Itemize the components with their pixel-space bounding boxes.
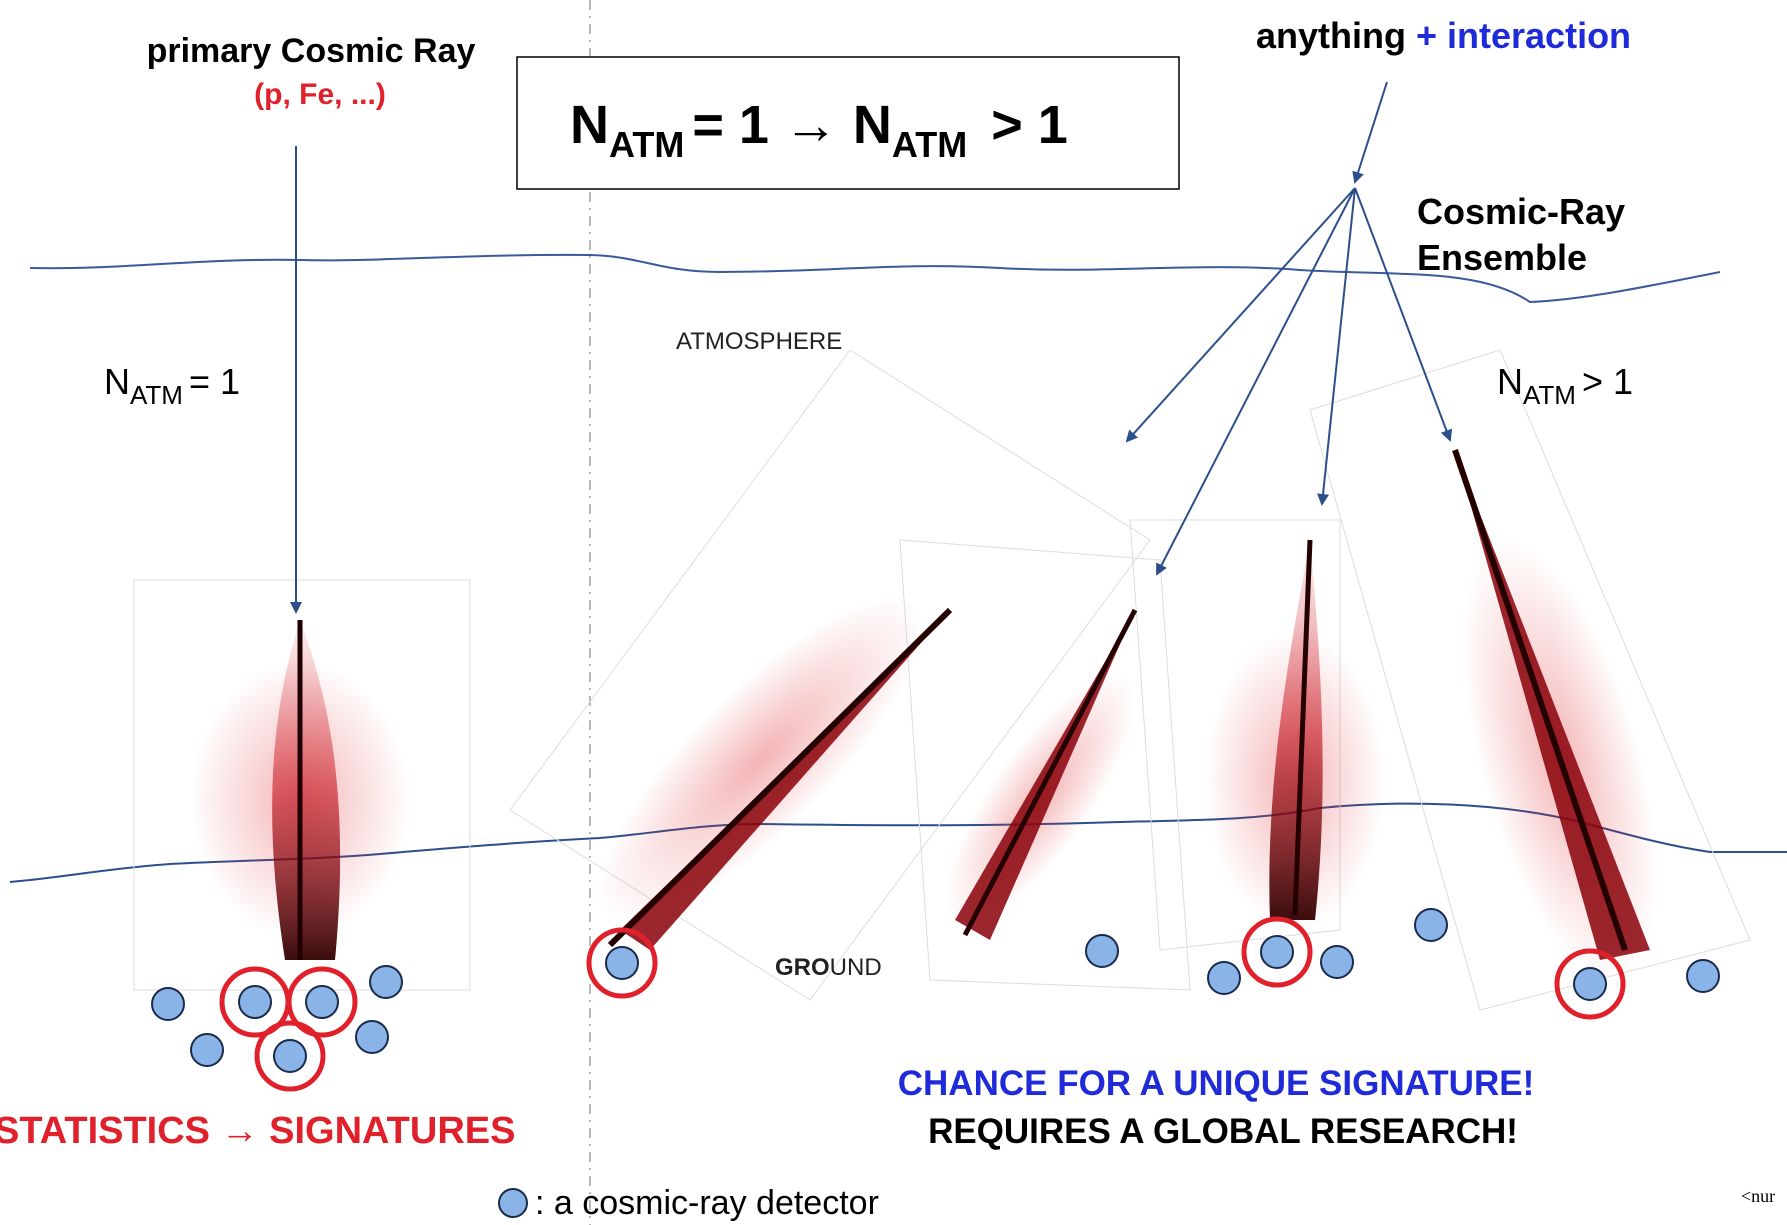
statistics-signatures-label: STATISTICS → SIGNATURES	[0, 1110, 515, 1152]
primary-particles-label: (p, Fe, ...)	[254, 78, 386, 111]
shower-image-frames	[133, 349, 1751, 1011]
requires-label: REQUIRES A GLOBAL RESEARCH!	[928, 1112, 1518, 1151]
ground-label: GROUND	[775, 954, 882, 981]
hit-detector	[1554, 948, 1626, 1020]
detector	[369, 965, 403, 999]
hit-detectors	[219, 916, 1626, 1092]
detector	[1686, 959, 1720, 993]
detector	[355, 1020, 389, 1054]
shower-center-right	[1205, 539, 1385, 930]
chance-label: CHANCE FOR A UNIQUE SIGNATURE!	[898, 1064, 1534, 1103]
corner-text: <nur	[1741, 1186, 1775, 1206]
detector	[190, 1033, 224, 1067]
shower-right	[1452, 449, 1658, 984]
formula-text: NATM= 1 → NATM> 1	[570, 95, 1068, 165]
natm-greater-one-label: NATM> 1	[1497, 361, 1633, 410]
hit-detector	[1241, 916, 1313, 988]
cre-label-line2: Ensemble	[1417, 237, 1587, 278]
detector	[151, 987, 185, 1021]
legend-detector-icon	[498, 1188, 528, 1218]
shower-left	[190, 620, 410, 960]
primary-cosmic-ray-label: primary Cosmic Ray	[147, 32, 476, 70]
legend-text: : a cosmic-ray detector	[535, 1184, 879, 1222]
legend: : a cosmic-ray detector	[498, 1184, 879, 1222]
formula-box	[516, 56, 1180, 190]
ensemble-arrows	[1125, 81, 1453, 576]
hit-detector	[286, 966, 358, 1038]
atmosphere-label: ATMOSPHERE	[676, 328, 842, 355]
atmosphere-line	[29, 253, 1721, 304]
detector	[1207, 961, 1241, 995]
detector	[1414, 908, 1448, 942]
anything-interaction-label: anything+ interaction	[1256, 15, 1631, 56]
cre-label-line1: Cosmic-Ray	[1417, 191, 1625, 232]
hit-detector	[254, 1020, 326, 1092]
shower-middle	[944, 608, 1138, 940]
detector	[1320, 945, 1354, 979]
shower-inclined	[596, 596, 953, 950]
hit-detector	[586, 927, 658, 999]
detectors	[151, 908, 1720, 1067]
natm-equals-one-label: NATM= 1	[104, 361, 240, 410]
detector	[1085, 934, 1119, 968]
